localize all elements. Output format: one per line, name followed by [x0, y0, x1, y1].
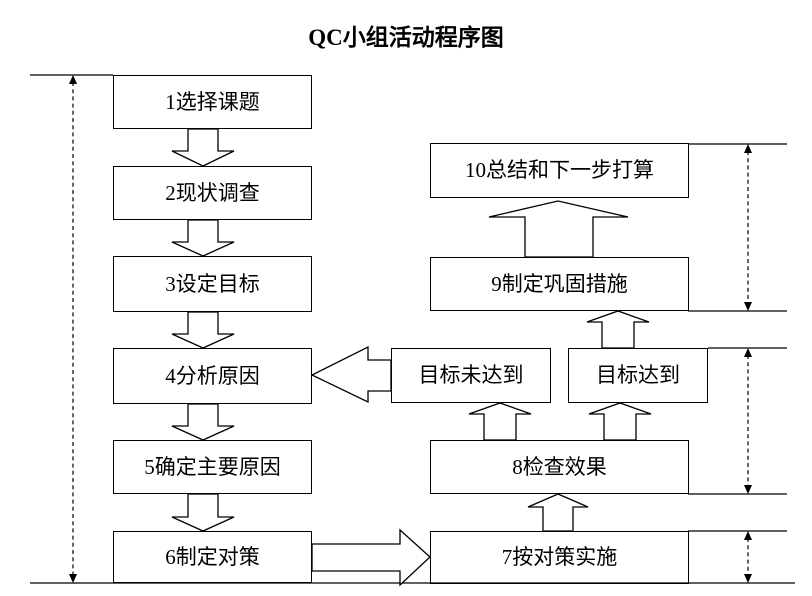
flow-box-step3-label: 3设定目标	[165, 271, 260, 296]
flow-box-step5: 5确定主要原因	[113, 440, 312, 494]
arrow-step9-to-step10	[488, 200, 629, 258]
span-arrow-right-top	[744, 144, 752, 311]
flow-box-step9-label: 9制定巩固措施	[491, 271, 628, 296]
arrow-step4-to-step5	[171, 403, 235, 441]
span-arrow-right-middle	[744, 348, 752, 494]
arrow-step6-to-step7	[311, 528, 431, 587]
flow-box-step6-label: 6制定对策	[165, 544, 260, 569]
flow-box-goal-met: 目标达到	[568, 348, 708, 403]
arrow-step8-to-goal-met	[588, 402, 652, 441]
flow-box-step9: 9制定巩固措施	[430, 257, 689, 311]
span-arrow-right-bottom	[744, 531, 752, 583]
arrow-step5-to-step6	[171, 493, 235, 532]
arrow-goal-met-to-step9	[586, 310, 650, 349]
flow-box-step6: 6制定对策	[113, 531, 312, 583]
span-arrow-left	[69, 75, 77, 583]
flow-box-step10: 10总结和下一步打算	[430, 143, 689, 198]
flow-box-step8: 8检查效果	[430, 440, 689, 494]
flow-box-step2-label: 2现状调查	[165, 180, 260, 205]
flow-box-step1-label: 1选择课题	[165, 89, 260, 114]
flow-box-step5-label: 5确定主要原因	[144, 454, 281, 479]
flow-box-goal-not-met-label: 目标未达到	[418, 363, 524, 387]
flow-box-step4-label: 4分析原因	[165, 363, 260, 388]
arrow-step8-to-goal-not-met	[468, 402, 532, 441]
flow-box-step7-label: 7按对策实施	[501, 545, 618, 569]
flow-box-goal-not-met: 目标未达到	[391, 348, 551, 403]
arrow-step1-to-step2	[171, 128, 235, 167]
flow-box-step8-label: 8检查效果	[512, 454, 607, 479]
flow-box-step7: 7按对策实施	[430, 531, 689, 584]
flow-box-step4: 4分析原因	[113, 348, 312, 404]
arrow-step2-to-step3	[171, 219, 235, 257]
flow-box-step2: 2现状调查	[113, 166, 312, 220]
flow-box-goal-met-label: 目标达到	[596, 363, 680, 387]
flow-box-step1: 1选择课题	[113, 75, 312, 129]
arrow-goal-not-met-to-step4	[310, 345, 392, 404]
diagram-title: QC小组活动程序图	[308, 25, 504, 50]
arrow-step7-to-step8	[527, 493, 589, 532]
arrow-step3-to-step4	[171, 311, 235, 349]
flow-box-step10-label: 10总结和下一步打算	[465, 158, 654, 182]
flow-box-step3: 3设定目标	[113, 256, 312, 312]
